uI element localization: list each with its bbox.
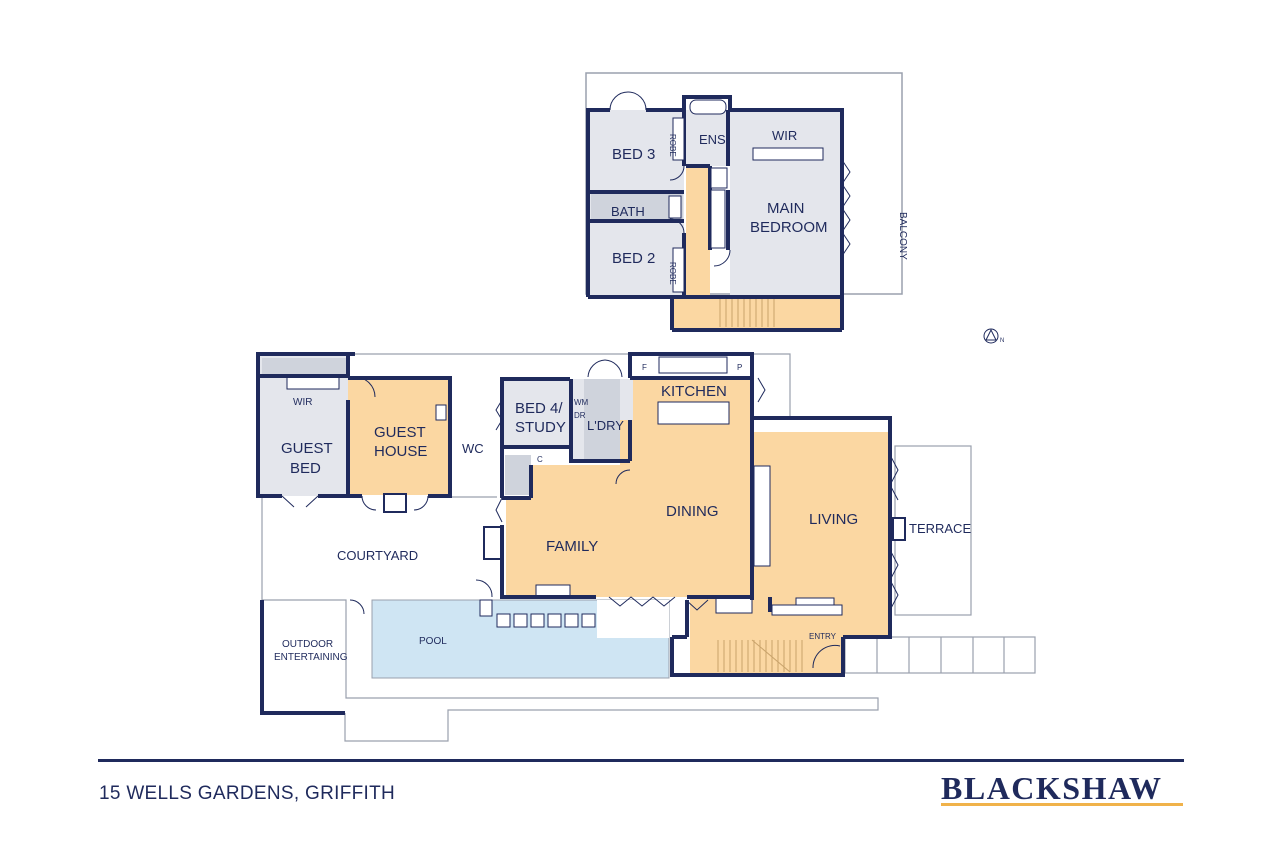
entry-cupboard [715,596,753,614]
living-fireplace [892,517,906,541]
robe-bottom-label: ROBE [668,262,677,285]
upper-stair-treads [719,298,775,327]
family-dining-kitchen-fill [506,377,752,597]
ens-vanity [710,167,728,189]
guest-bed-label-2: BED [290,460,321,477]
family-label: FAMILY [546,538,598,555]
pool-seats [479,599,596,628]
upper-stair-landing [672,295,842,329]
guest-house-label-2: HOUSE [374,443,427,460]
brand-underline [941,803,1183,806]
terrace-label: TERRACE [909,521,971,536]
ground-stair-treads [717,639,803,673]
wir-ground-label: WIR [293,397,312,408]
wm-label: WM [574,398,589,407]
north-arrow-icon: N [983,328,1004,344]
wc-tile [505,455,531,495]
balcony-label: BALCONY [897,212,908,260]
wir-ground-shelf [286,376,340,390]
pantry-label: P [737,363,742,372]
dining-label: DINING [666,503,719,520]
cupboard-label: C [537,455,543,464]
guest-house-label-1: GUEST [374,424,426,441]
family-window-seat [483,526,503,560]
robe-bottom-box [672,247,685,293]
living-label: LIVING [809,511,858,528]
bed2-label: BED 2 [612,250,655,267]
ground-walls [256,352,892,715]
upper-hall [686,166,710,296]
ground-door-swings [281,359,899,669]
fridge-label: F [642,363,647,372]
main-bedroom-fill [730,110,842,295]
ens-fill [686,110,728,166]
kitchen-label: KITCHEN [661,383,727,400]
upper-door-swings [609,91,731,267]
bath-label: BATH [611,204,645,219]
bed4-label-1: BED 4/ [515,400,563,417]
wir-shelf [752,147,824,161]
bed4-fill [503,379,571,447]
laundry-label: L'DRY [587,418,624,433]
living-bench [771,604,843,616]
brand-logo: BLACKSHAW [941,770,1163,806]
outdoor-label-2: ENTERTAINING [274,652,348,663]
pool-deck-cutout [597,600,669,638]
upper-walls [586,95,844,332]
guest-house-fill [348,377,450,495]
wir-upper-label: WIR [772,128,797,143]
guest-ensuite-tile [262,358,346,376]
balcony-doors [841,159,851,257]
robe-top-box [672,117,685,161]
hall-cupboard [710,189,726,249]
pool-label: POOL [419,636,447,647]
courtyard-label: COURTYARD [337,548,418,563]
laundry-tile [584,379,620,461]
upper-level: BED 3 BATH BED 2 ROBE ROBE ENS WIR MAIN … [585,72,908,332]
bed4-label-2: STUDY [515,419,566,436]
dr-label: DR [574,411,586,420]
bath-fill [591,193,683,221]
guest-bed-label-1: GUEST [281,440,333,457]
wc-label: WC [462,441,484,456]
living-shelf [795,597,835,606]
svg-text:N: N [1000,338,1004,344]
kitchen-island [657,401,730,425]
ground-level: WIR GUEST BED GUEST HOUSE WC BED 4/ STUD… [256,352,1036,742]
bathtub [689,99,727,115]
guest-kitchenette [435,404,447,421]
guest-porch [383,493,407,513]
entry-label: ENTRY [809,632,837,641]
kitchen-bench [658,356,728,374]
property-address: 15 WELLS GARDENS, GRIFFITH [99,783,396,804]
bed3-label: BED 3 [612,146,655,163]
main-bedroom-label-2: BEDROOM [750,219,828,236]
main-bedroom-label-1: MAIN [767,200,805,217]
outdoor-label-1: OUTDOOR [282,639,333,650]
ens-label: ENS [699,132,726,147]
robe-top-label: ROBE [668,134,677,157]
bath-vanity [668,195,682,219]
footer-divider [98,759,1184,762]
dining-joinery [753,465,771,567]
